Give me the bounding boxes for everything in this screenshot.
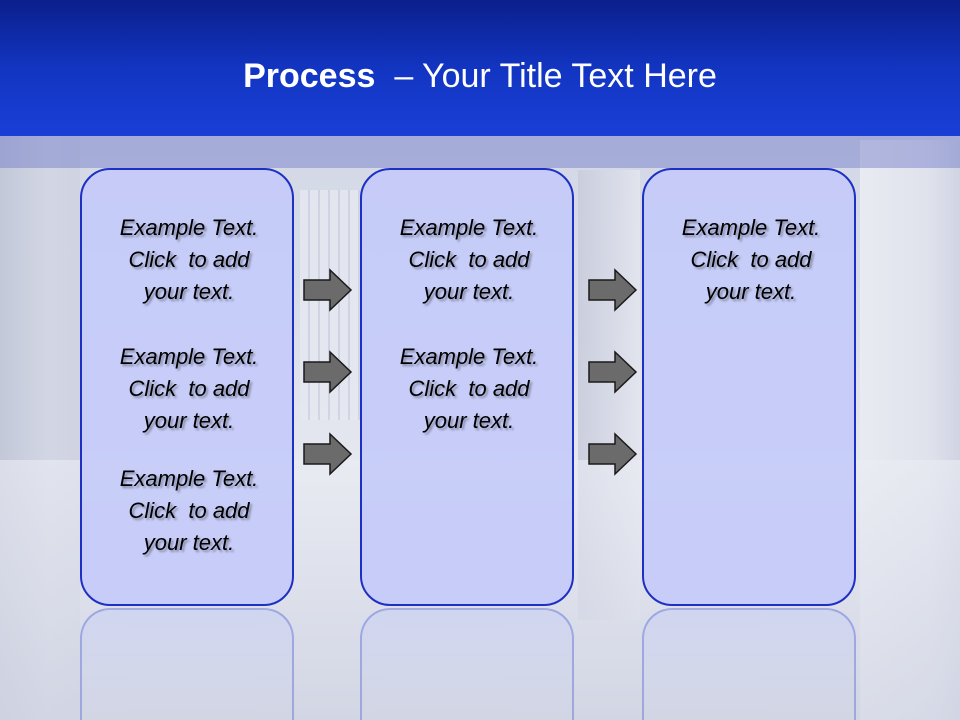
arrow-right-icon[interactable]: [588, 268, 638, 312]
text-line: Example Text.: [399, 215, 539, 240]
text-line: your text.: [143, 408, 235, 433]
text-line: Click to add: [128, 247, 250, 272]
arrow-right-icon[interactable]: [588, 350, 638, 394]
arrow-right-icon[interactable]: [303, 350, 353, 394]
text-line: Click to add: [128, 376, 250, 401]
text-line: your text.: [423, 408, 515, 433]
text-line: Click to add: [128, 498, 250, 523]
text-line: Example Text.: [119, 344, 259, 369]
text-line: your text.: [143, 279, 235, 304]
process-step-1-box[interactable]: Example Text. Click to add your text. Ex…: [80, 168, 294, 606]
box-reflection: [360, 608, 574, 720]
process-step-2-box[interactable]: Example Text. Click to add your text. Ex…: [360, 168, 574, 606]
text-line: Example Text.: [119, 466, 259, 491]
text-line: Click to add: [690, 247, 812, 272]
text-line: your text.: [705, 279, 797, 304]
text-placeholder[interactable]: Example Text. Click to add your text.: [82, 463, 296, 559]
box-reflection: [80, 608, 294, 720]
text-line: Example Text.: [399, 344, 539, 369]
arrow-right-icon[interactable]: [588, 432, 638, 476]
slide-title[interactable]: Process – Your Title Text Here: [0, 54, 960, 98]
slide-title-rest: – Your Title Text Here: [375, 57, 717, 95]
text-line: Click to add: [408, 376, 530, 401]
process-step-3-box[interactable]: Example Text. Click to add your text.: [642, 168, 856, 606]
title-subband: [0, 136, 960, 168]
slide-title-bold: Process: [243, 57, 376, 95]
text-placeholder[interactable]: Example Text. Click to add your text.: [82, 212, 296, 308]
text-line: your text.: [423, 279, 515, 304]
text-line: your text.: [143, 530, 235, 555]
box-reflection: [642, 608, 856, 720]
text-line: Example Text.: [681, 215, 821, 240]
title-band: [0, 0, 960, 136]
arrow-right-icon[interactable]: [303, 432, 353, 476]
text-placeholder[interactable]: Example Text. Click to add your text.: [362, 212, 576, 308]
text-placeholder[interactable]: Example Text. Click to add your text.: [362, 341, 576, 437]
text-line: Example Text.: [119, 215, 259, 240]
arrow-right-icon[interactable]: [303, 268, 353, 312]
text-placeholder[interactable]: Example Text. Click to add your text.: [644, 212, 858, 308]
text-placeholder[interactable]: Example Text. Click to add your text.: [82, 341, 296, 437]
text-line: Click to add: [408, 247, 530, 272]
